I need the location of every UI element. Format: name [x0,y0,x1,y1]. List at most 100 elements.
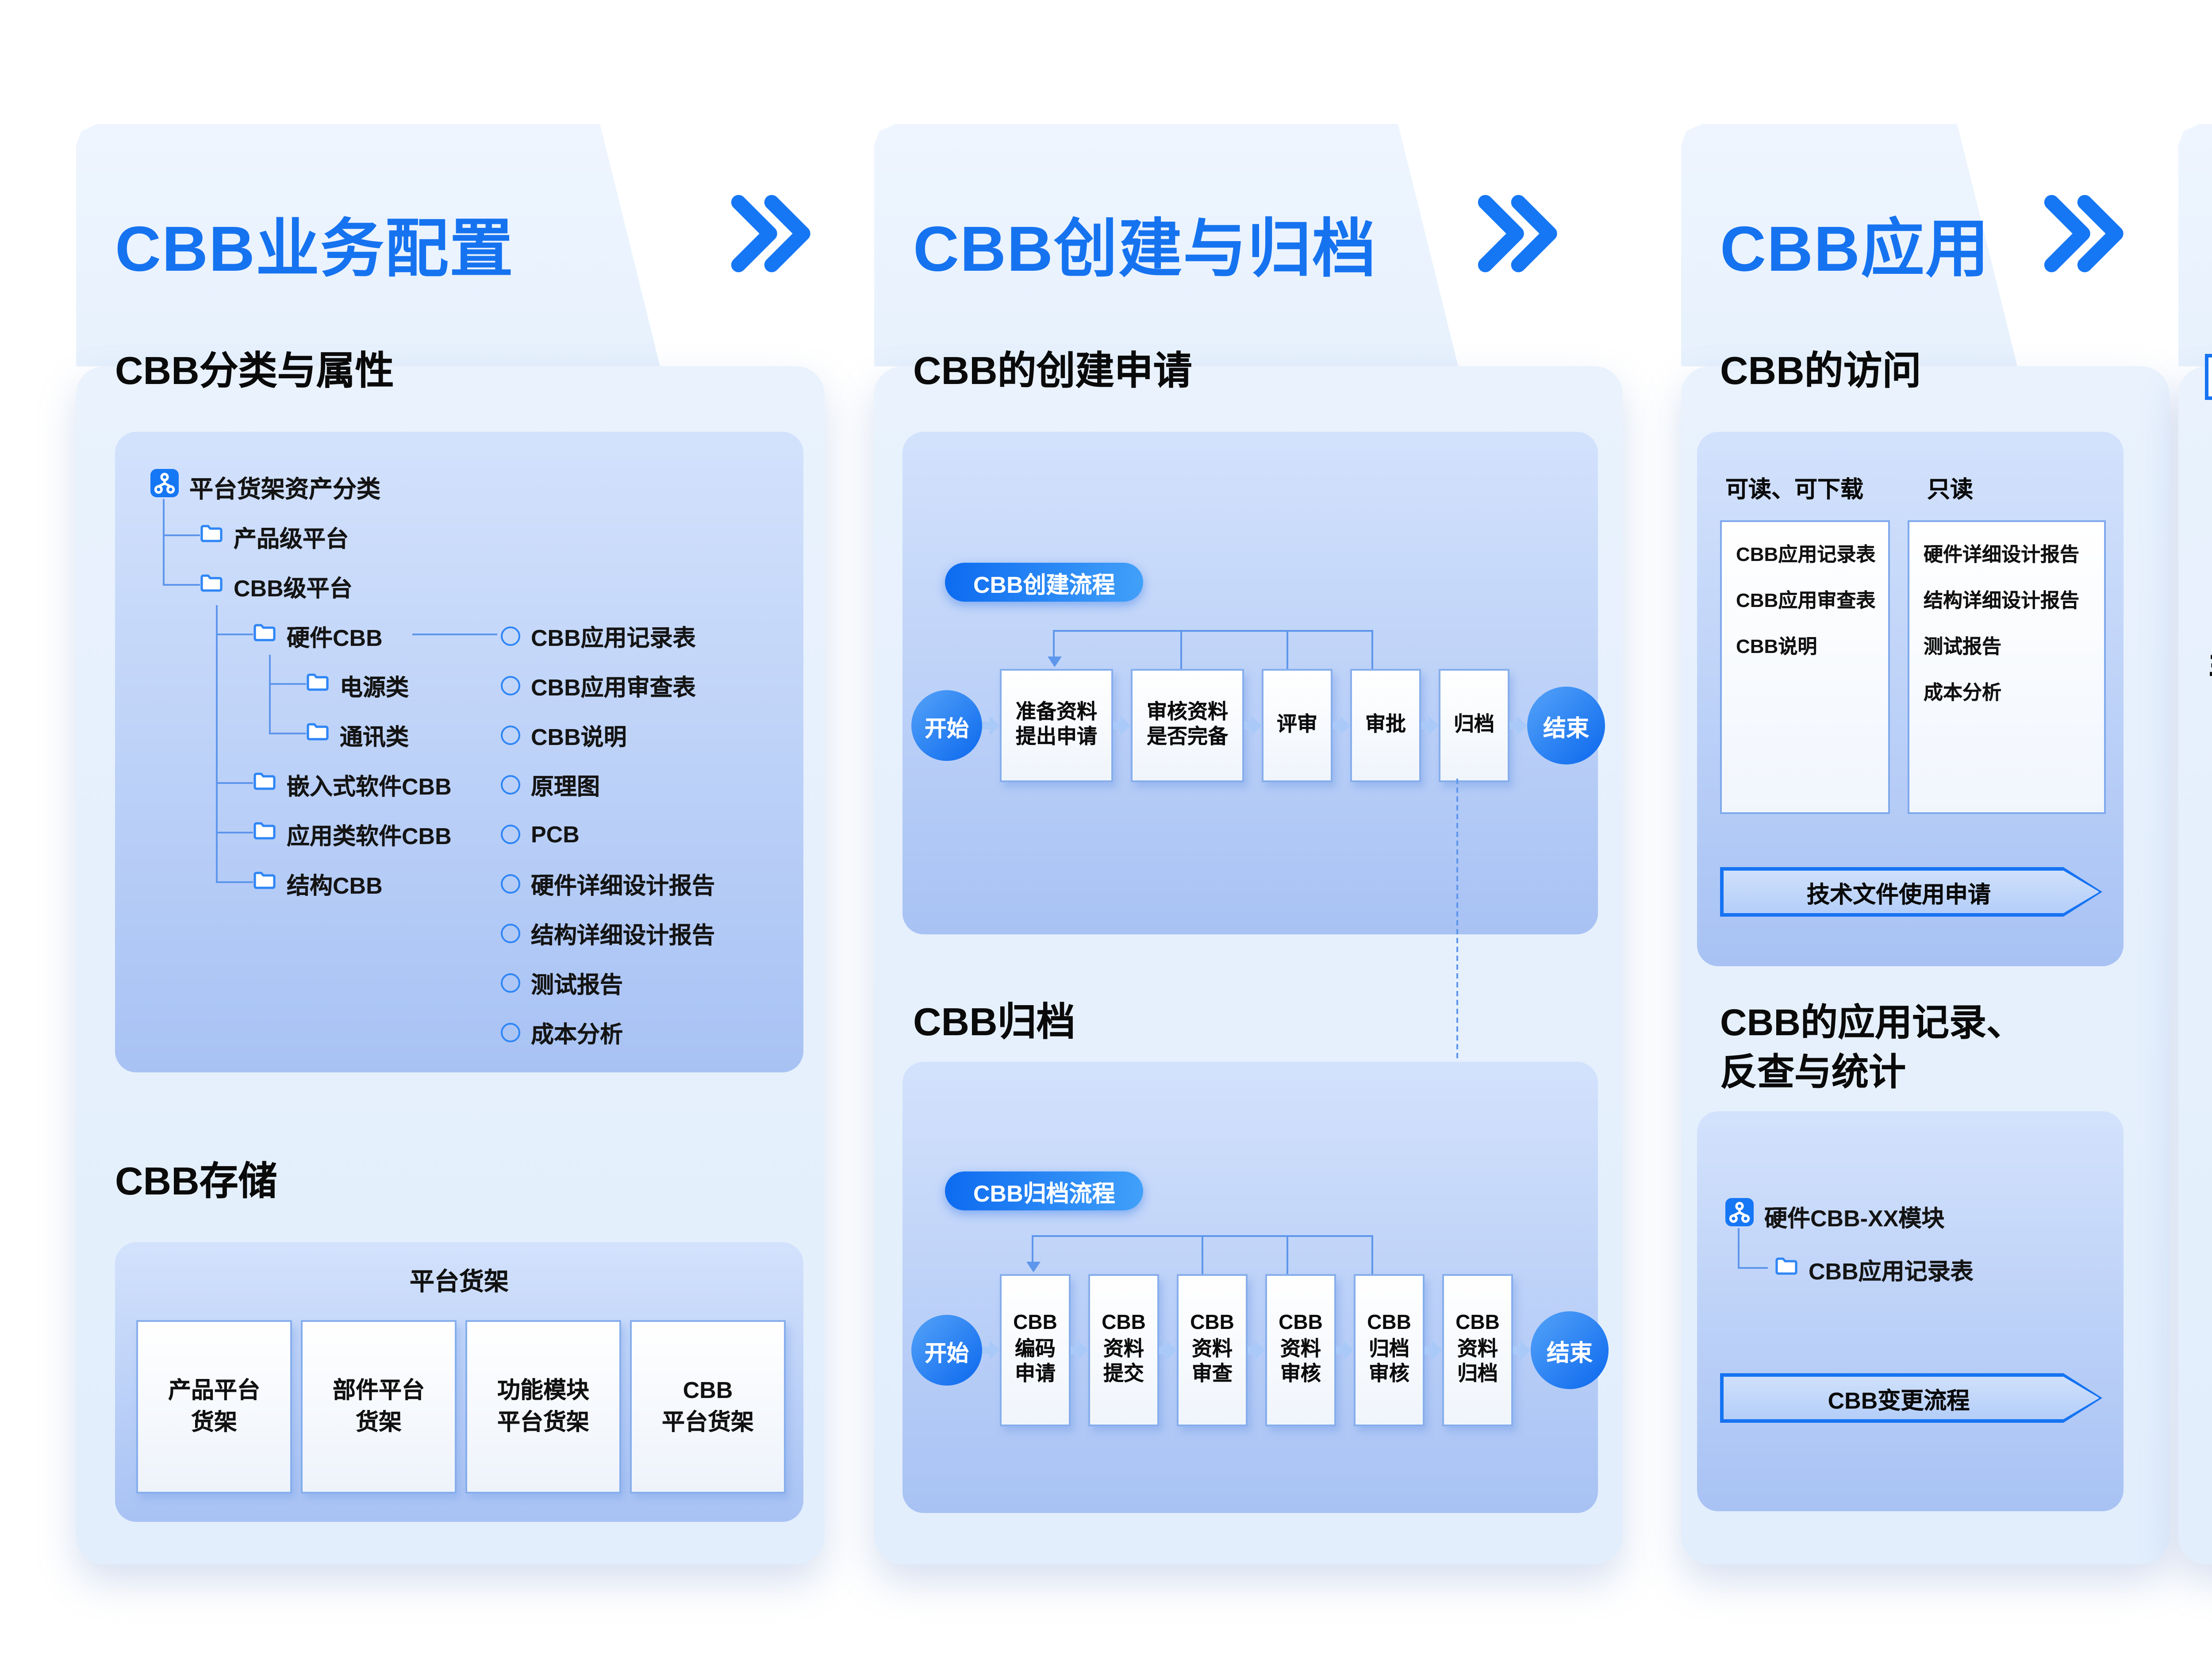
doc-label: 原理图 [531,772,600,799]
shelf-cbb: CBB 平台货架 [630,1320,786,1494]
banner-tech-doc-request: 技术文件使用申请 [1720,867,2102,917]
shelf-function-module: 功能模块 平台货架 [465,1320,621,1494]
tree-node-root: 平台货架资产分类 [150,467,380,506]
archive-flow-card: CBB归档流程 开始 CBB 编码 申请 CBB 资料 提交 CBB 资料 审查… [902,1062,1609,1513]
tree-connector [216,605,218,883]
panel4-body [2178,366,2212,1564]
doc-item: 硬件详细设计报告 [501,864,715,902]
tree-connector [1738,1228,1740,1269]
flow-arrow-icon [1513,1340,1531,1360]
feedback-arrowhead-icon [1048,657,1062,667]
banner-label: CBB变更流程 [1828,1386,1970,1413]
banner-fill [1723,1376,2099,1420]
flow-start-node: 开始 [911,1315,982,1386]
records-tree-root: 硬件CBB-XX模块 [1725,1196,1944,1235]
section-records-heading-line1: CBB的应用记录、 [1720,1003,2024,1044]
panel3-tab [1681,124,2017,366]
tree-node-label: CBB应用记录表 [1809,1257,1974,1284]
tree-connector [216,881,253,883]
flow-end-node: 结束 [1531,1311,1609,1389]
tree-connector [163,584,200,586]
classification-tree-card: 平台货架资产分类 产品级平台 CBB级平台 硬件CBB 电源类 通讯类 嵌入式软… [115,432,803,1072]
tree-node-comm: 通讯类 [306,715,409,754]
section-storage-heading: CBB存储 [115,1159,277,1203]
circle-bullet-icon [501,873,520,893]
doc-label: 成本分析 [531,1020,623,1047]
doc-label: 测试报告 [531,971,623,997]
feedback-line [1371,630,1373,669]
circle-bullet-icon [501,725,520,744]
tree-node-structure-cbb: 结构CBB [253,864,383,902]
circle-bullet-icon [501,824,520,843]
tree-node-label: 嵌入式软件CBB [287,772,452,799]
create-flow-card: CBB创建流程 开始 准备资料 提出申请 审核资料 是否完备 评审 审批 归档 [902,432,1605,934]
flow-step: CBB 资料 提交 [1088,1274,1159,1426]
flow-step: 审核资料 是否完备 [1131,669,1244,782]
panel1-title: CBB业务配置 [115,212,514,285]
folder-icon [253,818,276,849]
banner-problem-report: CBB问题报告 [2205,354,2212,400]
records-card: 硬件CBB-XX模块 CBB应用记录表 CBB变更流程 [1697,1111,2124,1511]
doc-label: CBB应用记录表 [531,624,696,650]
flow-step: 准备资料 提出申请 [1000,669,1113,782]
panel1-tab [76,124,660,366]
feedback-line [1286,630,1288,669]
section-records-heading-line2: 反查与统计 [1720,1053,1906,1094]
doc-item: CBB应用审查表 [501,665,696,704]
panel2-tab [874,124,1458,366]
feedback-line [1032,1235,1033,1263]
records-tree-child: CBB应用记录表 [1775,1249,1974,1288]
flow-end-node: 结束 [1527,687,1605,764]
tree-doc-link [412,634,497,635]
doc-label: CBB应用审查表 [1736,591,1876,612]
hierarchy-icon [1725,1197,1754,1234]
tree-connector [216,832,253,833]
tree-connector [163,534,200,536]
tree-node-label: CBB级平台 [234,574,353,601]
doc-label: CBB应用审查表 [531,673,696,700]
doc-item: 测试报告 [501,963,623,1002]
flow-step: CBB 资料 审查 [1177,1274,1248,1426]
hierarchy-icon [150,468,179,505]
tree-connector [216,634,253,635]
pill-create-process: CBB创建流程 [945,563,1144,602]
banner-fill [2208,357,2212,397]
tree-connector [269,655,271,734]
flow-arrow-icon [1509,716,1527,735]
flow-arrow-icon [982,1340,1000,1360]
folder-icon [1775,1253,1798,1285]
section-classification-heading: CBB分类与属性 [115,349,394,393]
circle-bullet-icon [501,626,520,645]
tree-node-label: 硬件CBB [287,624,383,650]
col-readonly: 只读 [1927,476,1974,503]
tree-node-label: 硬件CBB-XX模块 [1764,1204,1945,1231]
col-readable-downloadable: 可读、可下载 [1725,476,1864,503]
flow-arrow-icon [1113,716,1131,735]
flow-arrow-icon [1244,716,1262,735]
shelf-product: 产品平台 货架 [136,1320,292,1494]
doc-label: 硬件详细设计报告 [1924,545,2079,566]
tree-node-label: 电源类 [340,673,409,700]
archive-connector-dashed [1456,779,1458,1164]
pill-archive-process: CBB归档流程 [945,1171,1144,1210]
flow-step: 评审 [1262,669,1333,782]
doc-label: CBB说明 [531,723,627,749]
banner-change-process: CBB变更流程 [1720,1373,2102,1423]
flow-step: CBB 编码 申请 [1000,1274,1071,1426]
tree-node-embedded-sw: 嵌入式软件CBB [253,764,452,803]
shelf-group-title: 平台货架 [410,1267,509,1295]
circle-bullet-icon [501,675,520,695]
storage-card: 平台货架 产品平台 货架 部件平台 货架 功能模块 平台货架 CBB 平台货架 [115,1242,803,1522]
create-flow: 开始 准备资料 提出申请 审核资料 是否完备 评审 审批 归档 结束 [911,630,1605,782]
readonly-docs-box: 硬件详细设计报告 结构详细设计报告 测试报告 成本分析 [1908,520,2106,814]
feedback-line [1033,1235,1373,1237]
tree-node-app-sw: 应用类软件CBB [253,814,452,853]
panel3-title: CBB应用 [1720,212,1990,285]
readable-docs-box: CBB应用记录表 CBB应用审查表 CBB说明 [1720,520,1890,814]
tree-node-power: 电源类 [306,665,409,704]
nonentity-change-label: 非实体类CBB变更 [2208,641,2212,694]
chevron-double-right-icon [722,188,814,280]
flow-step: 归档 [1439,669,1509,782]
tree-node-label: 通讯类 [340,723,409,749]
flow-arrow-icon [982,716,1000,735]
